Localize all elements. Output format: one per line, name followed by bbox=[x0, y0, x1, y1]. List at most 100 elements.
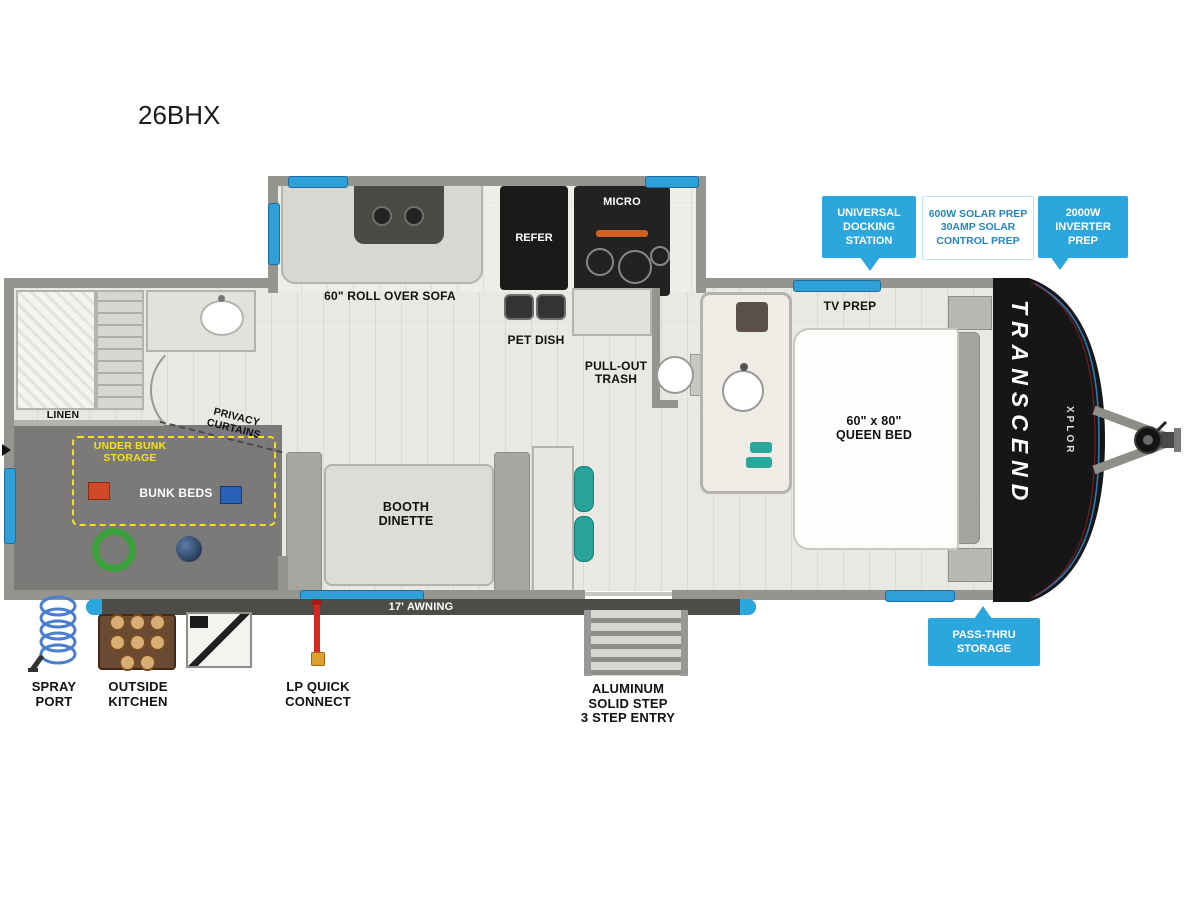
under-bunk-storage-label: UNDER BUNK STORAGE bbox=[78, 440, 182, 465]
window bbox=[885, 590, 955, 602]
griddle-knob-icon bbox=[128, 633, 146, 651]
spray-line1: SPRAY bbox=[31, 679, 77, 694]
inverter-line1: 2000W bbox=[1065, 206, 1101, 219]
lp-line2: CONNECT bbox=[285, 693, 351, 709]
bath-door-swing bbox=[150, 340, 250, 440]
window bbox=[288, 176, 348, 188]
toy-ring-icon bbox=[92, 528, 136, 572]
griddle-knob-icon bbox=[148, 613, 166, 631]
pet-bowl-icon bbox=[504, 294, 534, 320]
under-bunk-line2: STORAGE bbox=[103, 451, 157, 464]
inverter-prep-callout: 2000W INVERTER PREP bbox=[1038, 196, 1128, 270]
step-line2: SOLID STEP bbox=[588, 695, 668, 711]
tv-prep-label: TV PREP bbox=[823, 299, 877, 313]
pet-bowl-icon bbox=[536, 294, 566, 320]
window bbox=[268, 203, 280, 265]
queen-bed bbox=[793, 328, 959, 550]
refer-label: REFER bbox=[515, 232, 553, 244]
window bbox=[793, 280, 881, 292]
lp-quick-connect-label: LP QUICK CONNECT bbox=[276, 679, 360, 709]
passthru-line1: PASS-THRU bbox=[952, 628, 1016, 641]
inverter-line2: INVERTER bbox=[1055, 220, 1111, 233]
griddle-knob-icon bbox=[108, 613, 126, 631]
awning-end-cap bbox=[86, 599, 102, 615]
entry-door-threshold bbox=[585, 592, 672, 596]
burner-icon bbox=[618, 250, 652, 284]
window bbox=[4, 468, 16, 544]
bunk-room-floor bbox=[14, 425, 282, 590]
brand-sub-logo: XPLOR bbox=[1064, 406, 1075, 456]
page-title: 26BHX bbox=[138, 100, 221, 130]
kitchen-faucet-icon bbox=[740, 363, 748, 371]
hitch-tongue bbox=[1092, 405, 1181, 475]
pass-thru-storage-callout: PASS-THRU STORAGE bbox=[928, 606, 1040, 666]
micro-label: MICRO bbox=[603, 196, 641, 208]
entry-step-label: ALUMINUM SOLID STEP 3 STEP ENTRY bbox=[568, 681, 688, 726]
sofa-label: 60" ROLL OVER SOFA bbox=[324, 289, 456, 303]
griddle-knob-icon bbox=[148, 633, 166, 651]
towel-icon bbox=[750, 442, 772, 453]
lp-quick-connect-icon bbox=[314, 602, 320, 654]
spray-line2: PORT bbox=[35, 693, 73, 709]
booth-line2: DINETTE bbox=[378, 514, 434, 528]
inverter-line3: PREP bbox=[1068, 235, 1098, 248]
toy-ball-icon bbox=[176, 536, 202, 562]
lp-fitting-icon bbox=[311, 652, 325, 666]
cupholder-icon bbox=[404, 206, 424, 226]
dinette-bench-left bbox=[286, 452, 322, 592]
bottom-wall-right bbox=[672, 590, 1004, 600]
slide-tray-icon bbox=[186, 612, 252, 668]
stool bbox=[574, 516, 594, 562]
outside-kitchen-label: OUTSIDE KITCHEN bbox=[96, 679, 180, 709]
solar-prep-callout: 600W SOLAR PREP 30AMP SOLAR CONTROL PREP bbox=[922, 196, 1034, 260]
stool bbox=[574, 466, 594, 512]
lp-line1: LP QUICK bbox=[286, 679, 350, 694]
bath-faucet-icon bbox=[218, 295, 225, 302]
rear-wall bbox=[4, 278, 14, 600]
bunk-wall-stub bbox=[278, 556, 288, 600]
sofa-table bbox=[354, 184, 444, 244]
cutting-board-icon bbox=[736, 302, 768, 332]
linen-label: LINEN bbox=[46, 409, 80, 421]
bath-partition-wall bbox=[14, 420, 164, 426]
slide-tray-latch-icon bbox=[190, 616, 208, 628]
griddle-knob-icon bbox=[138, 653, 156, 671]
kitchen-sink bbox=[722, 370, 764, 412]
toy-book-icon bbox=[220, 486, 242, 504]
bath-counter bbox=[572, 288, 652, 336]
docking-line1: UNIVERSAL bbox=[837, 206, 901, 219]
brand-logo: TRANSCEND bbox=[1007, 300, 1033, 508]
solar-line3: CONTROL PREP bbox=[936, 234, 1020, 247]
booth-dinette-label: BOOTH DINETTE bbox=[356, 500, 456, 528]
front-cap bbox=[993, 278, 1105, 602]
spray-port-icon bbox=[28, 595, 77, 672]
awning-label: 17' AWNING bbox=[388, 601, 454, 613]
callout-tail bbox=[860, 257, 880, 271]
queen-line1: 60" x 80" bbox=[846, 414, 902, 428]
lp-cap-icon bbox=[312, 599, 322, 605]
passthru-line2: STORAGE bbox=[956, 643, 1012, 655]
griddle-knob-icon bbox=[128, 613, 146, 631]
cupholder-icon bbox=[372, 206, 392, 226]
pull-out-trash-label: PULL-OUT TRASH bbox=[576, 359, 656, 387]
pet-dish-label: PET DISH bbox=[507, 333, 565, 347]
towel-icon bbox=[746, 457, 772, 468]
step-line3: 3 STEP ENTRY bbox=[580, 710, 676, 726]
docking-line3: STATION bbox=[845, 235, 893, 248]
linen-closet bbox=[96, 290, 144, 410]
top-wall-left bbox=[4, 278, 272, 288]
griddle-knob-icon bbox=[108, 633, 126, 651]
refrigerator: REFER bbox=[500, 186, 568, 290]
toy-book-icon bbox=[88, 482, 110, 500]
bath-wall bbox=[652, 288, 660, 408]
window bbox=[645, 176, 699, 188]
nightstand bbox=[948, 296, 992, 330]
counter-cabinet bbox=[532, 446, 574, 596]
griddle-knob-icon bbox=[118, 653, 136, 671]
rear-marker-icon bbox=[2, 444, 11, 456]
spray-port-label: SPRAY PORT bbox=[18, 679, 90, 709]
bunk-beds-label: BUNK BEDS bbox=[139, 486, 213, 500]
dinette-table bbox=[324, 464, 494, 586]
nightstand bbox=[948, 548, 992, 582]
outside-line2: KITCHEN bbox=[108, 693, 168, 709]
